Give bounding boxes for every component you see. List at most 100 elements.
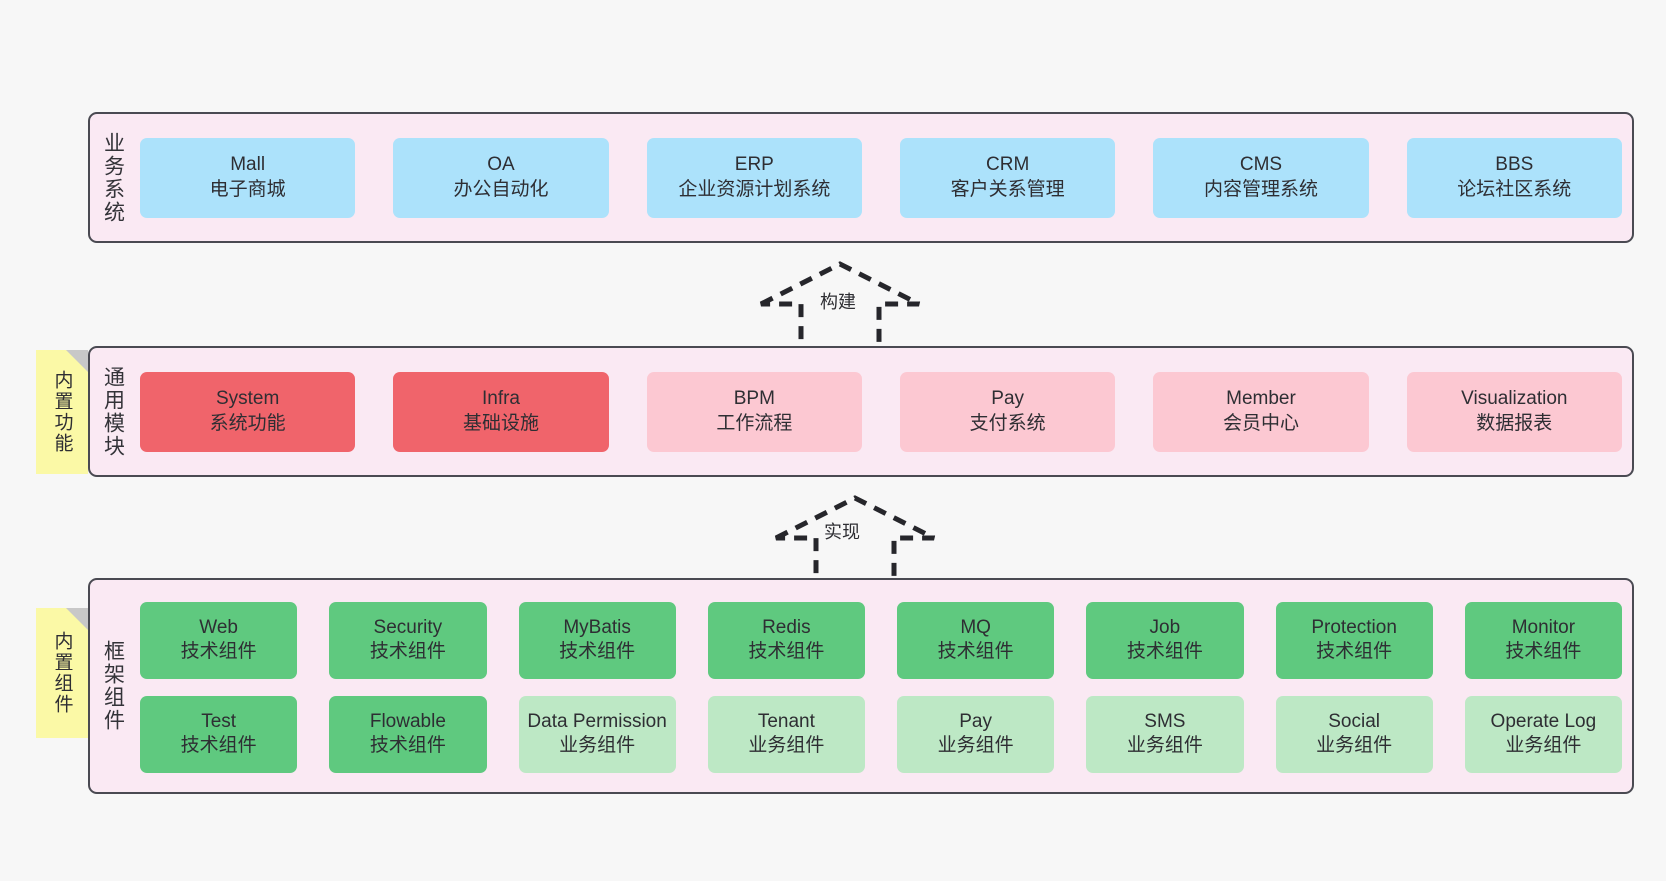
- card-redis[interactable]: Redis 技术组件: [707, 601, 865, 679]
- card-subtitle: 电子商城: [209, 178, 286, 200]
- page-fold-icon: [66, 608, 88, 630]
- sticky-note-builtin-function[interactable]: 内置功能: [36, 350, 88, 474]
- card-title: Flowable: [369, 710, 446, 732]
- card-pay[interactable]: Pay 支付系统: [899, 371, 1116, 452]
- card-title: Pay: [991, 388, 1025, 410]
- card-title: Tenant: [757, 710, 815, 732]
- layer-body-business: Mall 电子商城 OA 办公自动化 ERP 企业资源计划系统 CRM 客户关系…: [136, 114, 1632, 241]
- card-title: Member: [1226, 388, 1296, 410]
- card-title: MQ: [960, 616, 991, 638]
- card-subtitle: 业务组件: [559, 735, 636, 756]
- arrow-outline: [774, 495, 936, 587]
- layer-body-framework: Web 技术组件 Security 技术组件 MyBatis 技术组件 Redi…: [136, 580, 1632, 792]
- card-subtitle: 工作流程: [716, 412, 793, 434]
- card-subtitle: 技术组件: [180, 641, 257, 662]
- card-mybatis[interactable]: MyBatis 技术组件: [518, 601, 676, 679]
- card-title: Visualization: [1461, 388, 1568, 410]
- card-subtitle: 技术组件: [369, 641, 446, 662]
- layer-panel-framework[interactable]: 框架组件 Web 技术组件 Security 技术组件 MyBatis 技术组件…: [88, 578, 1634, 794]
- card-subtitle: 技术组件: [937, 641, 1014, 662]
- card-title: Infra: [481, 388, 520, 410]
- card-title: CRM: [986, 154, 1030, 176]
- card-subtitle: 基础设施: [462, 412, 539, 434]
- card-bpm[interactable]: BPM 工作流程: [646, 371, 862, 452]
- card-member[interactable]: Member 会员中心: [1153, 371, 1369, 452]
- card-subtitle: 技术组件: [559, 641, 636, 662]
- card-subtitle: 业务组件: [1505, 735, 1582, 756]
- card-subtitle: 系统功能: [209, 412, 286, 434]
- sticky-note-label: 内置功能: [51, 370, 73, 454]
- card-monitor[interactable]: Monitor 技术组件: [1464, 601, 1622, 679]
- card-title: Monitor: [1511, 616, 1576, 638]
- card-row: Mall 电子商城 OA 办公自动化 ERP 企业资源计划系统 CRM 客户关系…: [140, 137, 1632, 218]
- card-title: Redis: [762, 616, 811, 638]
- card-subtitle: 办公自动化: [453, 178, 549, 200]
- card-subtitle: 业务组件: [1316, 735, 1393, 756]
- card-security[interactable]: Security 技术组件: [329, 601, 487, 679]
- card-title: Mall: [230, 154, 266, 176]
- card-title: MyBatis: [563, 616, 631, 638]
- card-tenant[interactable]: Tenant 业务组件: [707, 695, 865, 773]
- card-crm[interactable]: CRM 客户关系管理: [899, 137, 1116, 218]
- card-data-permission[interactable]: Data Permission 业务组件: [518, 695, 676, 773]
- card-flowable[interactable]: Flowable 技术组件: [329, 695, 487, 773]
- card-sms[interactable]: SMS 业务组件: [1086, 695, 1244, 773]
- card-bbs[interactable]: BBS 论坛社区系统: [1406, 137, 1622, 218]
- card-title: Job: [1149, 616, 1181, 638]
- card-mq[interactable]: MQ 技术组件: [897, 601, 1055, 679]
- card-mall[interactable]: Mall 电子商城: [140, 137, 356, 218]
- card-title: Web: [199, 616, 238, 638]
- card-title: ERP: [734, 154, 774, 176]
- card-subtitle: 支付系统: [969, 412, 1046, 434]
- card-protection[interactable]: Protection 技术组件: [1275, 601, 1433, 679]
- card-title: BBS: [1495, 154, 1534, 176]
- card-row: System 系统功能 Infra 基础设施 BPM 工作流程 Pay 支付系统…: [140, 371, 1632, 452]
- layer-panel-business[interactable]: 业务系统 Mall 电子商城 OA 办公自动化 ERP 企业资源计划系统 CRM…: [88, 112, 1634, 243]
- card-oa[interactable]: OA 办公自动化: [393, 137, 609, 218]
- card-operate-log[interactable]: Operate Log 业务组件: [1464, 695, 1622, 773]
- card-cms[interactable]: CMS 内容管理系统: [1153, 137, 1369, 218]
- layer-label-business: 业务系统: [101, 131, 125, 224]
- card-title: CMS: [1239, 154, 1283, 176]
- card-title: Test: [201, 710, 237, 732]
- card-row: Test 技术组件 Flowable 技术组件 Data Permission …: [140, 695, 1632, 773]
- sticky-note-label: 内置组件: [51, 631, 73, 715]
- layer-label-framework: 框架组件: [101, 640, 125, 732]
- sticky-note-builtin-component[interactable]: 内置组件: [36, 608, 88, 738]
- card-row: Web 技术组件 Security 技术组件 MyBatis 技术组件 Redi…: [140, 601, 1632, 679]
- card-subtitle: 技术组件: [1505, 641, 1582, 662]
- card-pay-business[interactable]: Pay 业务组件: [897, 695, 1055, 773]
- card-title: Pay: [959, 710, 992, 732]
- card-title: Data Permission: [527, 710, 667, 732]
- card-test[interactable]: Test 技术组件: [140, 695, 298, 773]
- arrow-outline: [759, 261, 921, 353]
- card-infra[interactable]: Infra 基础设施: [393, 371, 609, 452]
- card-subtitle: 业务组件: [1126, 735, 1203, 756]
- connector-implement-label: 实现: [823, 522, 861, 543]
- card-title: BPM: [733, 388, 775, 410]
- card-social[interactable]: Social 业务组件: [1275, 695, 1433, 773]
- card-title: OA: [487, 154, 515, 176]
- card-system[interactable]: System 系统功能: [140, 371, 356, 452]
- card-job[interactable]: Job 技术组件: [1086, 601, 1244, 679]
- card-title: SMS: [1144, 710, 1186, 732]
- connector-implement-arrow: [774, 495, 936, 587]
- page-fold-icon: [66, 350, 88, 372]
- card-erp[interactable]: ERP 企业资源计划系统: [646, 137, 862, 218]
- card-subtitle: 技术组件: [369, 735, 446, 756]
- layer-panel-common[interactable]: 通用模块 System 系统功能 Infra 基础设施 BPM 工作流程 Pay…: [88, 346, 1634, 477]
- card-subtitle: 业务组件: [937, 735, 1014, 756]
- card-title: Operate Log: [1490, 710, 1597, 732]
- card-subtitle: 技术组件: [748, 641, 825, 662]
- layer-body-common: System 系统功能 Infra 基础设施 BPM 工作流程 Pay 支付系统…: [136, 348, 1632, 475]
- card-subtitle: 数据报表: [1476, 412, 1553, 434]
- card-web[interactable]: Web 技术组件: [140, 601, 298, 679]
- connector-build-label: 构建: [819, 292, 857, 313]
- card-subtitle: 企业资源计划系统: [678, 178, 831, 200]
- card-title: System: [215, 388, 280, 410]
- card-visualization[interactable]: Visualization 数据报表: [1406, 371, 1622, 452]
- card-subtitle: 内容管理系统: [1203, 178, 1318, 200]
- card-title: Social: [1328, 710, 1380, 732]
- card-subtitle: 会员中心: [1222, 412, 1299, 434]
